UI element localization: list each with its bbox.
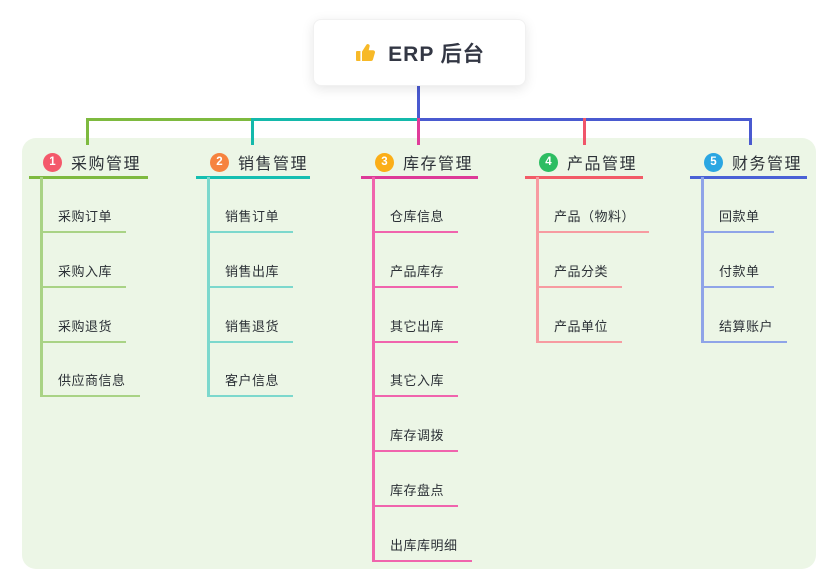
child-node[interactable]: 供应商信息	[40, 368, 140, 397]
child-node[interactable]: 库存盘点	[372, 478, 459, 507]
connector-segment-left	[86, 118, 252, 121]
root-node[interactable]: ERP 后台	[313, 19, 526, 86]
branch-5-badge: 5	[704, 152, 723, 172]
connector-drop-1	[86, 118, 89, 145]
branch-4-badge: 4	[539, 152, 558, 172]
branch-node-finance[interactable]: 5 财务管理	[690, 148, 807, 179]
branch-4-children-line	[536, 177, 539, 343]
branch-3-label: 库存管理	[403, 156, 474, 173]
branch-node-inventory[interactable]: 3 库存管理	[361, 148, 478, 179]
branch-4-label: 产品管理	[567, 156, 638, 173]
child-node[interactable]: 销售订单	[207, 204, 294, 233]
connector-drop-3	[417, 118, 420, 145]
branch-2-label: 销售管理	[238, 156, 309, 173]
connector-drop-4	[583, 118, 586, 145]
connector-segment-middle	[252, 118, 418, 121]
branch-1-badge: 1	[43, 152, 62, 172]
child-node[interactable]: 其它出库	[372, 314, 459, 343]
branch-3-badge: 3	[375, 152, 394, 172]
child-node[interactable]: 采购退货	[40, 314, 127, 343]
thumbs-up-icon	[354, 41, 378, 65]
child-node[interactable]: 回款单	[701, 204, 774, 233]
connector-drop-2	[251, 118, 254, 145]
child-node[interactable]: 出库库明细	[372, 533, 472, 562]
branch-1-label: 采购管理	[71, 156, 142, 173]
connector-drop-5	[749, 118, 752, 145]
branch-node-product[interactable]: 4 产品管理	[525, 148, 643, 179]
child-node[interactable]: 产品单位	[536, 314, 623, 343]
child-node[interactable]: 客户信息	[207, 368, 294, 397]
branches-panel	[22, 138, 816, 569]
branch-3-children-line	[372, 177, 375, 562]
child-node[interactable]: 结算账户	[701, 314, 788, 343]
child-node[interactable]: 产品库存	[372, 259, 459, 288]
branch-5-label: 财务管理	[732, 156, 803, 173]
child-node[interactable]: 产品（物料）	[536, 204, 650, 233]
child-node[interactable]: 销售退货	[207, 314, 294, 343]
child-node[interactable]: 销售出库	[207, 259, 294, 288]
child-node[interactable]: 采购订单	[40, 204, 127, 233]
branch-2-badge: 2	[210, 152, 229, 172]
branch-node-sales[interactable]: 2 销售管理	[196, 148, 310, 179]
child-node[interactable]: 付款单	[701, 259, 774, 288]
root-label: ERP 后台	[388, 42, 485, 66]
child-node[interactable]: 仓库信息	[372, 204, 459, 233]
child-node[interactable]: 采购入库	[40, 259, 127, 288]
connector-root-line	[417, 84, 420, 118]
branch-node-purchase[interactable]: 1 采购管理	[29, 148, 148, 179]
child-node[interactable]: 产品分类	[536, 259, 623, 288]
child-node[interactable]: 库存调拨	[372, 423, 459, 452]
branch-5-children-line	[701, 177, 704, 343]
child-node[interactable]: 其它入库	[372, 368, 459, 397]
